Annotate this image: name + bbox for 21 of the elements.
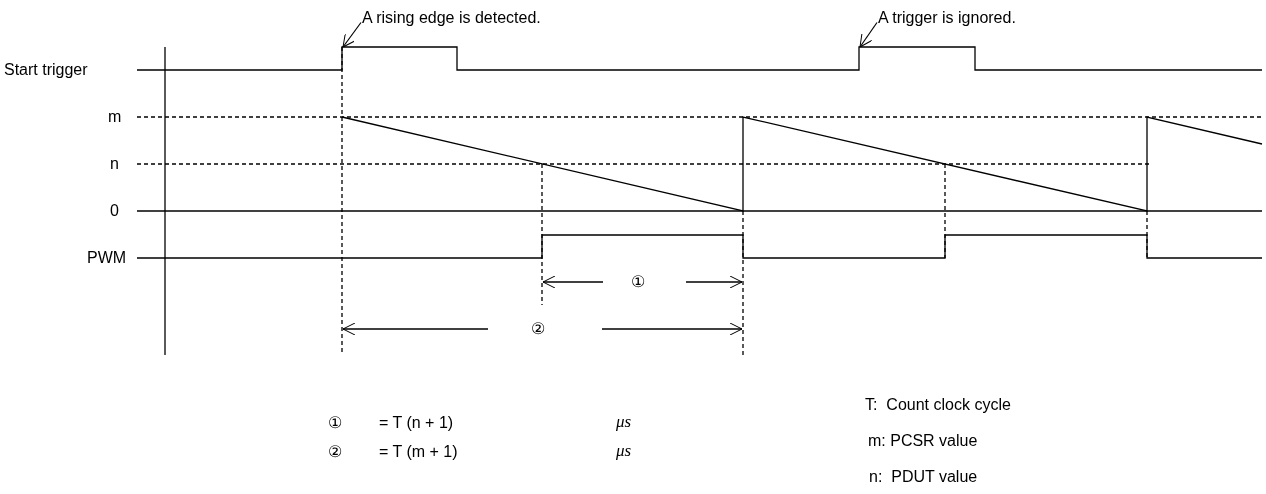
level-label: 0 bbox=[110, 202, 119, 220]
formula-number: ② bbox=[328, 443, 342, 461]
legend-note: n: PDUT value bbox=[869, 468, 978, 486]
level-label: m bbox=[108, 108, 122, 126]
legend-note: m: PCSR value bbox=[868, 432, 978, 450]
dimension-label: ② bbox=[531, 320, 545, 338]
callout-text: A trigger is ignored. bbox=[878, 9, 1016, 27]
level-label: n bbox=[110, 155, 119, 173]
unit-label: μs bbox=[616, 442, 632, 460]
formula: = T (m + 1) bbox=[379, 443, 458, 461]
signal-label: Start trigger bbox=[4, 61, 88, 79]
unit-label: μs bbox=[616, 413, 632, 431]
dimension-label: ① bbox=[631, 273, 645, 291]
signal-label: PWM bbox=[87, 249, 127, 267]
legend-note: T: Count clock cycle bbox=[865, 396, 1011, 414]
leader-line bbox=[859, 21, 878, 48]
callout-text: A rising edge is detected. bbox=[362, 9, 541, 27]
formula-number: ① bbox=[328, 414, 342, 432]
start-trigger-waveform bbox=[136, 46, 1263, 71]
leader-line bbox=[342, 21, 362, 48]
formula: = T (n + 1) bbox=[379, 414, 454, 432]
